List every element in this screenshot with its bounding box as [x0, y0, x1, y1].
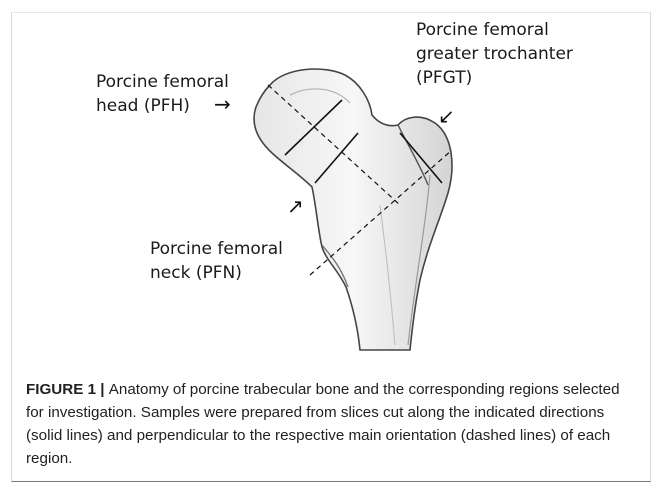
femur-outline [254, 69, 452, 350]
figure-caption: FIGURE 1 | Anatomy of porcine trabecular… [26, 378, 626, 470]
label-pfgt-line-1: Porcine femoral [416, 18, 573, 42]
label-pfh-line-2: head (PFH) [96, 94, 229, 118]
caption-separator: | [96, 381, 109, 398]
femur-illustration [230, 55, 470, 355]
label-pfh: Porcine femoral head (PFH) [96, 70, 229, 118]
label-pfh-line-1: Porcine femoral [96, 70, 229, 94]
arrow-pfh: → [214, 94, 231, 114]
caption-lead: FIGURE 1 [26, 381, 96, 398]
caption-text: Anatomy of porcine trabecular bone and t… [26, 381, 620, 467]
